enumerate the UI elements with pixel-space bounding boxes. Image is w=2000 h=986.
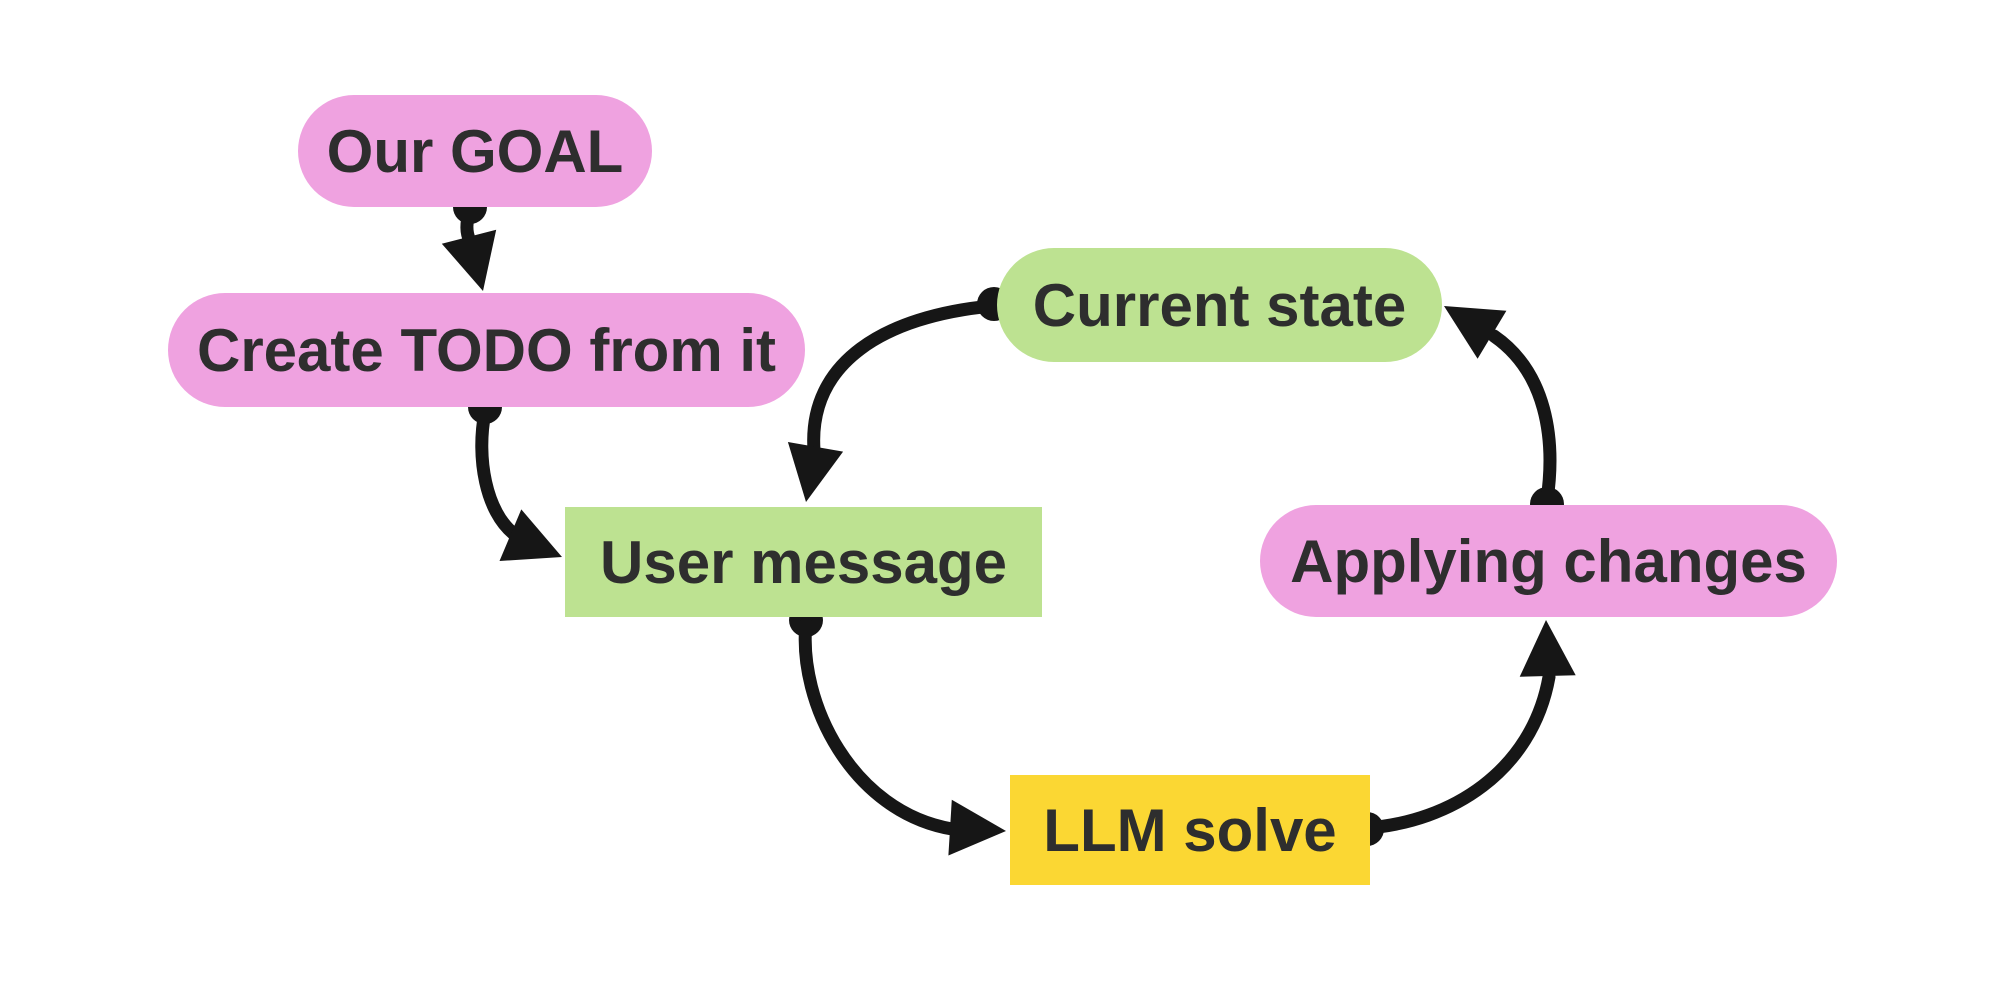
edge-user-message-to-llm-solve (789, 603, 1006, 856)
arrowhead-icon (499, 509, 562, 561)
edge-curve (475, 405, 521, 541)
edge-curve (807, 299, 999, 457)
node-create-todo: Create TODO from it (168, 293, 805, 407)
edge-curve (1487, 329, 1557, 507)
edge-current-state-to-user-message (787, 287, 1011, 502)
node-llm-solve: LLM solve (1010, 775, 1370, 885)
arrowhead-icon (1444, 306, 1507, 359)
node-our-goal: Our GOAL (298, 95, 652, 207)
node-applying-changes: Applying changes (1260, 505, 1837, 617)
node-user-message-label: User message (600, 528, 1007, 596)
arrowhead-icon (1519, 620, 1576, 677)
edge-curve (798, 617, 959, 836)
arrowhead-icon (441, 229, 497, 291)
node-our-goal-label: Our GOAL (326, 117, 624, 185)
node-current-state-label: Current state (1032, 271, 1407, 339)
arrowhead-icon (948, 799, 1006, 856)
arrowhead-icon (787, 442, 844, 502)
edge-applying-changes-to-current-state (1444, 306, 1564, 521)
edge-llm-solve-to-applying-changes (1350, 620, 1576, 846)
edge-curve (460, 203, 477, 248)
node-current-state: Current state (997, 248, 1442, 362)
edge-curve (1360, 670, 1556, 835)
node-applying-changes-label: Applying changes (1290, 527, 1807, 595)
node-llm-solve-label: LLM solve (1043, 796, 1337, 864)
edge-create-todo-to-user-message (468, 390, 562, 561)
node-create-todo-label: Create TODO from it (197, 316, 776, 384)
node-user-message: User message (565, 507, 1042, 617)
